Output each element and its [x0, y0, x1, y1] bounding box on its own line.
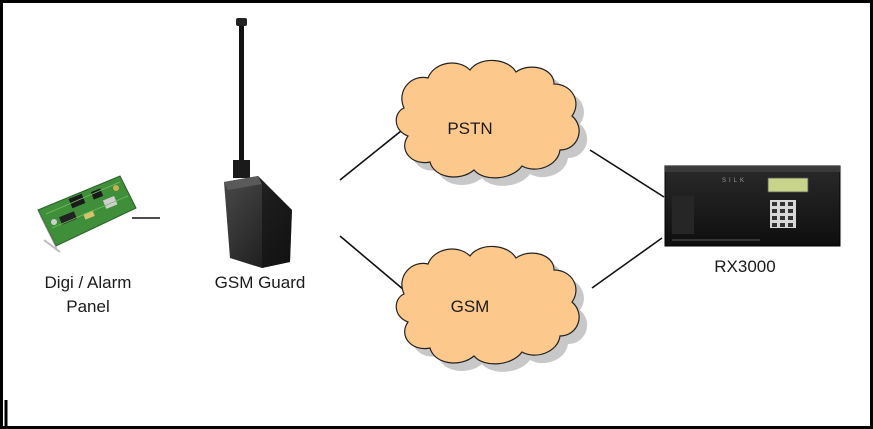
alarm-panel-board-icon: [37, 175, 137, 253]
gsm-guard-device-icon: [224, 18, 292, 268]
gsm-to-receiver-line: [591, 237, 663, 289]
pstn-label: PSTN: [447, 119, 493, 138]
rx3000-label: RX3000: [714, 257, 776, 276]
panel-label-line-1: Digi / Alarm: [44, 273, 132, 292]
panel-label-line-2: Panel: [66, 297, 110, 316]
receiver-brand-text: SILK: [722, 178, 747, 184]
guard-to-gsm-line: [339, 235, 405, 291]
rx3000-receiver-icon: SILK: [664, 165, 841, 247]
gsm-label: GSM: [450, 297, 490, 316]
guard-to-pstn-line: [339, 126, 407, 181]
gsm-guard-label: GSM Guard: [214, 273, 306, 292]
pstn-to-receiver-line: [589, 149, 665, 198]
